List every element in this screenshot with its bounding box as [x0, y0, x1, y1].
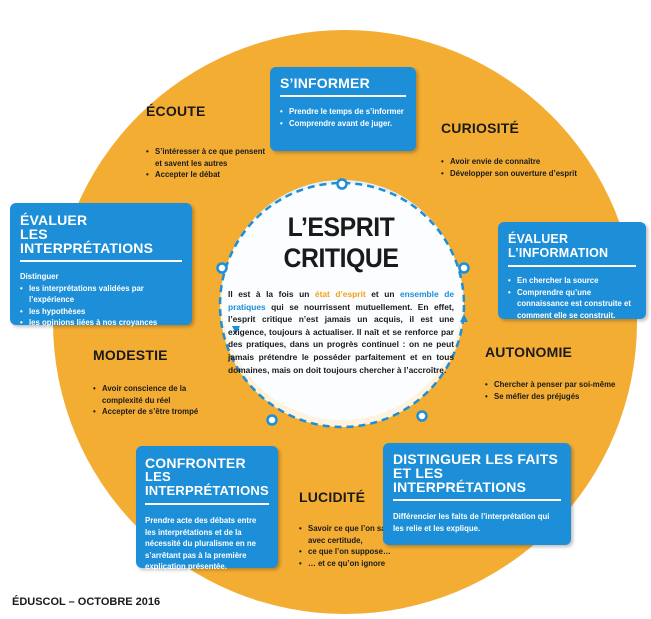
heading-lucidite: LUCIDITÉ — [299, 489, 366, 505]
center-text-c: qui se nourrissent mutuellement. En effe… — [228, 301, 454, 375]
box-evaluer-interpretations: ÉVALUER LES INTERPRÉTATIONS Distinguer l… — [10, 203, 192, 328]
orbit-node-left — [216, 262, 228, 274]
box-text: Prendre acte des débats entre les interp… — [145, 516, 257, 571]
highlight-etat-esprit: état d’esprit — [314, 289, 366, 299]
box-title-line-1: CONFRONTER — [145, 455, 246, 471]
box-intro: Distinguer — [20, 272, 59, 281]
center-block: L’ESPRIT CRITIQUE Il est à la fois un ét… — [228, 212, 454, 376]
dashed-orbit — [218, 181, 466, 429]
box-confronter: CONFRONTER LES INTERPRÉTATIONS Prendre a… — [136, 446, 278, 571]
list-ecoute: S’intéresser à ce que pensent et savent … — [146, 146, 266, 181]
list-item: Avoir conscience de la complexité du rée… — [93, 383, 203, 406]
center-text-a: Il est à la fois un — [228, 289, 315, 299]
box-text: Différencier les faits de l’interprétati… — [393, 512, 550, 533]
list-item: Comprendre avant de juger. — [280, 118, 406, 130]
box-title-line-2: LES INTERPRÉTATIONS — [20, 226, 154, 256]
orbit-node-right — [458, 262, 470, 274]
title-underline — [280, 95, 406, 97]
footer-credit: ÉDUSCOL – OCTOBRE 2016 — [12, 596, 161, 608]
title-underline — [393, 499, 561, 501]
orbit-nodes — [216, 178, 470, 426]
list-item: Prendre le temps de s’informer — [280, 106, 406, 118]
list-item: Avoir envie de connaître — [441, 156, 601, 168]
list-item: les interprétations validées par l’expér… — [20, 283, 182, 306]
center-text-b: et un — [365, 289, 400, 299]
center-paragraph: Il est à la fois un état d’esprit et un … — [228, 288, 454, 376]
list-item: Développer son ouverture d’esprit — [441, 168, 601, 180]
box-title-line-1: ÉVALUER — [20, 212, 88, 228]
highlight-ensemble-pratiques: ensemble de pratiques — [228, 289, 454, 312]
heading-modestie: MODESTIE — [93, 347, 168, 363]
orbit-node-bottom-left — [266, 414, 278, 426]
list-item: Accepter le débat — [146, 169, 266, 181]
title-underline — [508, 265, 636, 267]
list-item: Chercher à penser par soi-même — [485, 379, 625, 391]
orbit-arrow-left — [232, 326, 240, 334]
list-item: Comprendre qu’une connaissance est const… — [508, 287, 636, 322]
list-item: S’intéresser à ce que pensent et savent … — [146, 146, 266, 169]
orbit-node-bottom-right — [416, 410, 428, 422]
heading-curiosite: CURIOSITÉ — [441, 120, 520, 136]
list-item: ce que l’on suppose… — [299, 546, 409, 558]
box-title-line-2: LES INTERPRÉTATIONS — [145, 469, 269, 498]
box-evaluer-information: ÉVALUER L’INFORMATION En chercher la sou… — [498, 222, 646, 321]
list-item: Savoir ce que l’on sait avec certitude, — [299, 523, 409, 546]
item-list: les interprétations validées par l’expér… — [20, 283, 182, 329]
list-curiosite: Avoir envie de connaître Développer son … — [441, 156, 601, 179]
item-list: Prendre le temps de s’informer Comprendr… — [280, 106, 406, 129]
list-item: Se méfier des préjugés — [485, 391, 625, 403]
list-modestie: Avoir conscience de la complexité du rée… — [93, 383, 203, 418]
item-list: En chercher la source Comprendre qu’une … — [508, 275, 636, 321]
orbit-arrow-right — [460, 314, 468, 322]
heading-ecoute: ÉCOUTE — [146, 103, 206, 119]
box-s-informer: S’INFORMER Prendre le temps de s’informe… — [270, 67, 416, 151]
list-item: Accepter de s’être trompé — [93, 406, 203, 418]
list-item: les opinions liées à nos croyances — [20, 317, 182, 329]
orbit-arrows — [232, 314, 468, 334]
box-title: ÉVALUER L’INFORMATION — [508, 232, 609, 260]
title-underline — [145, 503, 269, 505]
list-autonomie: Chercher à penser par soi-même Se méfier… — [485, 379, 625, 402]
box-title-line-1: DISTINGUER LES FAITS — [393, 451, 559, 467]
title-underline — [20, 260, 182, 262]
box-distinguer: DISTINGUER LES FAITS ET LES INTERPRÉTATI… — [383, 443, 571, 545]
heading-autonomie: AUTONOMIE — [485, 344, 573, 360]
list-item: … et ce qu’on ignore — [299, 558, 409, 570]
box-title: S’INFORMER — [280, 75, 370, 91]
box-title-line-2: ET LES INTERPRÉTATIONS — [393, 465, 527, 495]
list-item: les hypothèses — [20, 306, 182, 318]
list-item: En chercher la source — [508, 275, 636, 287]
list-lucidite: Savoir ce que l’on sait avec certitude, … — [299, 523, 409, 569]
orbit-node-top — [336, 178, 348, 190]
main-title: L’ESPRIT CRITIQUE — [283, 212, 399, 273]
inner-circle — [220, 183, 464, 427]
